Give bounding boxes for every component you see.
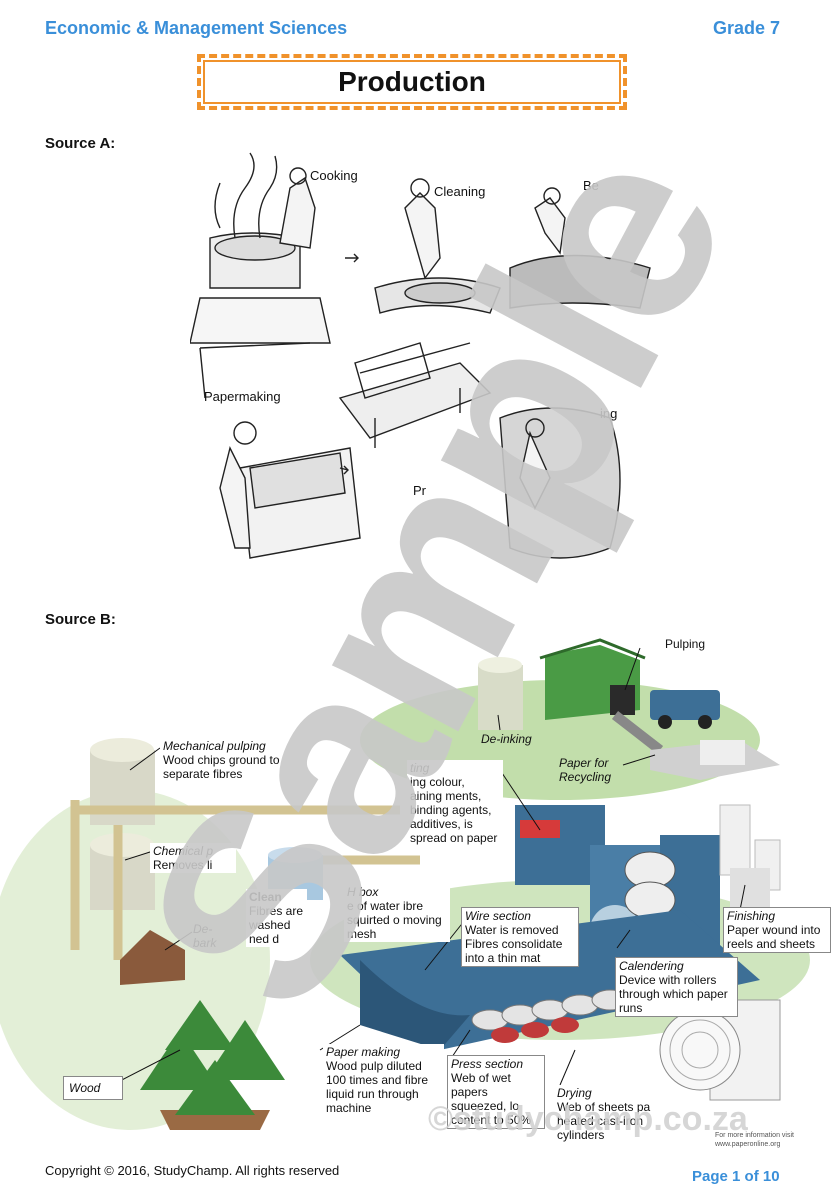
label-deinking: De-inking (481, 732, 532, 746)
step-beating: Be (583, 178, 599, 193)
label-calendering: Calendering Device with rollers through … (615, 957, 738, 1017)
label-wire-section: Wire section Water is removed Fibres con… (461, 907, 579, 967)
label-pulping: Pulping (665, 637, 706, 651)
label-cleaning: Clean Fibres are washed ned d (246, 889, 307, 947)
more-info-note: For more information visit www.paperonli… (715, 1132, 794, 1148)
label-finishing: Finishing Paper wound into reels and she… (723, 907, 831, 953)
site-watermark: ©studychamp.co.za (428, 1100, 748, 1138)
label-headbox: H box e of water ibre squirted o moving … (344, 884, 450, 942)
label-mechanical-pulping: Mechanical pulping Wood chips ground to … (160, 738, 286, 782)
step-pressing: Pr (413, 483, 426, 498)
grade-heading: Grade 7 (713, 18, 781, 38)
label-wood: Wood (63, 1076, 123, 1100)
label-debark: De- bark (193, 922, 217, 950)
label-paper-for-recycling: Paper for Recycling (559, 756, 612, 784)
step-cleaning: Cleaning (434, 184, 486, 199)
label-press-section: Press section Web of wet papers squeezed… (447, 1055, 545, 1129)
source-a-illustration (190, 152, 651, 559)
label-coating: ting ing colour, aining ments, binding a… (407, 760, 503, 846)
source-b-label: Source B: (45, 611, 116, 628)
label-paper-making: Paper making Wood pulp diluted 100 times… (323, 1044, 444, 1116)
title-box: Production (197, 54, 627, 110)
copyright: Copyright © 2016, StudyChamp. All rights… (45, 1163, 340, 1178)
source-b-illustration (0, 638, 810, 1130)
label-chemical-pulping: Chemical p Removes li (150, 843, 236, 873)
subject-heading: Economic & Management Sciences (45, 18, 348, 38)
page-title: Production (338, 66, 486, 97)
label-drying: Drying Web of sheets pa heated cast-iron… (554, 1085, 660, 1143)
source-a-label: Source A: (45, 135, 116, 152)
page-number: Page 1 of 10 (692, 1168, 780, 1185)
step-drying: ing (600, 406, 618, 421)
step-papermaking: Papermaking (204, 389, 281, 404)
step-cooking: Cooking (310, 168, 358, 183)
